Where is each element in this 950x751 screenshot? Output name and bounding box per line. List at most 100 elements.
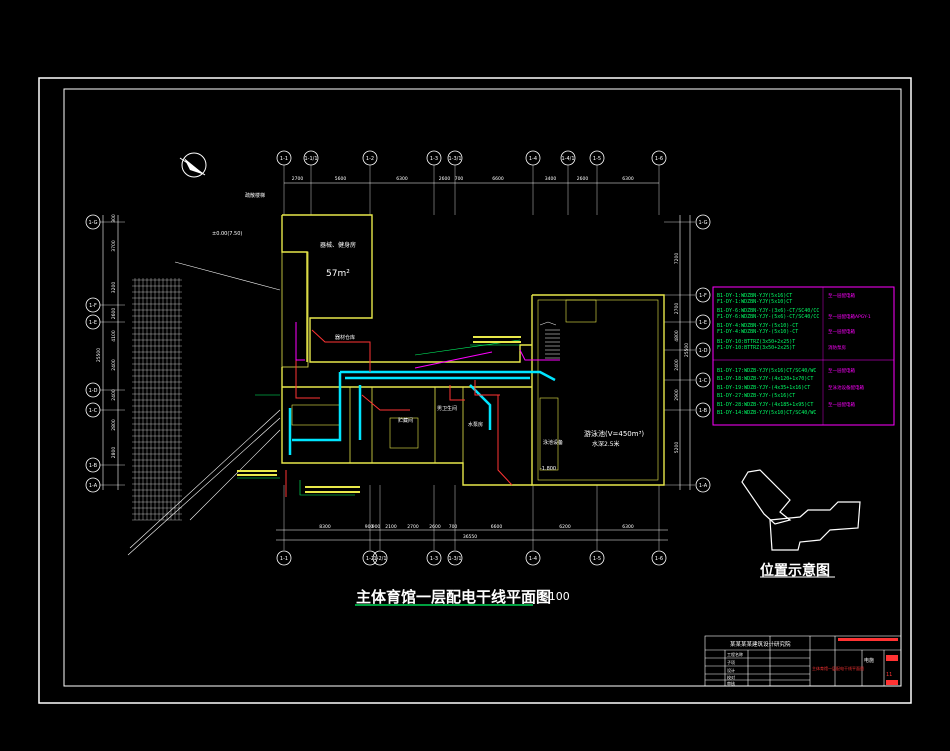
title-block-field: 审核: [727, 680, 735, 686]
cable-tray: [288, 370, 556, 455]
control-lines: [295, 322, 560, 369]
legend-destination: 至一层配电箱: [828, 367, 855, 374]
dim-label: 2400: [111, 389, 117, 401]
svg-text:1-A: 1-A: [89, 483, 98, 489]
site-level: ±0.00(7.50): [212, 231, 242, 237]
svg-text:1-E: 1-E: [699, 320, 707, 326]
svg-text:1-4: 1-4: [529, 556, 537, 562]
legend-destination: 至一层配电箱: [828, 328, 855, 335]
svg-text:1-4: 1-4: [529, 156, 537, 162]
dim-label: 2700: [674, 303, 680, 315]
dim-label: 6600: [491, 524, 503, 530]
dim-label: 2600: [429, 524, 441, 530]
title-block-number: 11: [886, 672, 892, 678]
legend-destination: 至一层配电箱: [828, 292, 855, 299]
dim-label: 2800: [111, 447, 117, 459]
axis-bubble: 1-D: [85, 382, 101, 398]
dim-label: 5200: [674, 442, 680, 454]
svg-text:1-C: 1-C: [89, 408, 98, 414]
dim-label: 6200: [559, 524, 571, 530]
power-feeders: [285, 329, 513, 497]
title-block-field: 校对: [727, 674, 735, 680]
legend-cable-spec: F1-DY-10:BTTRZ(3x50+2x25)T: [717, 345, 795, 351]
legend-cable-spec: F1-DY-1:WDZBN-YJY(5x10)CT: [717, 299, 792, 305]
dim-label: 6600: [492, 176, 504, 182]
axis-bubble: 1-C: [695, 372, 711, 388]
north-arrow-icon: [179, 152, 207, 178]
dim-label: 700: [455, 176, 464, 182]
dim-total: 25500: [96, 348, 102, 362]
dim-label: 900: [365, 524, 374, 530]
axis-bubble: 1-2: [362, 550, 378, 566]
axis-bubble: 1-1/1: [303, 150, 319, 166]
left-axis-grid: 1-G1-F1-E1-D1-C1-B1-A3003700320026004100…: [85, 214, 182, 521]
axis-bubble: 1-F: [85, 297, 101, 313]
svg-text:1-6: 1-6: [655, 156, 663, 162]
svg-text:1-4/1: 1-4/1: [561, 156, 574, 162]
dim-label: 3700: [111, 240, 117, 252]
svg-text:1-2: 1-2: [366, 556, 374, 562]
stair-label: 疏散楼梯: [245, 192, 265, 199]
dim-label: 3400: [545, 176, 557, 182]
svg-text:1-G: 1-G: [88, 220, 97, 226]
ramp-edge: [129, 409, 281, 549]
room-label: 泳池设备: [543, 439, 563, 446]
legend-cable-spec: F1-DY-4:WDZBN-YJY-(5x10)-CT: [717, 329, 798, 335]
axis-bubble: 1-A: [695, 477, 711, 493]
svg-text:1-D: 1-D: [699, 348, 708, 354]
title-block-field: 子项: [727, 659, 735, 665]
ramp-edge: [127, 417, 281, 556]
axis-bubble: 1-6: [651, 550, 667, 566]
location-title: 位置示意图: [760, 563, 830, 579]
legend-cable-spec: B1-DY-4:WDZBN-YJY-(5x10)-CT: [717, 323, 798, 329]
svg-text:1-A: 1-A: [699, 483, 708, 489]
room-label: 男卫生间: [437, 405, 457, 412]
axis-bubble: 1-2/1: [372, 550, 388, 566]
right-axis-grid: 1-G1-F1-E1-D1-C1-B1-A7200270048002400290…: [664, 214, 711, 493]
axis-bubble: 1-5: [589, 550, 605, 566]
legend-cable-spec: B1-DY-27:WDZB-YJY-(5x16)CT: [717, 393, 795, 399]
dim-label: 3200: [111, 282, 117, 294]
svg-text:1-1: 1-1: [280, 556, 288, 562]
dim-total: 36550: [463, 534, 477, 540]
dim-label: 2400: [111, 359, 117, 371]
axis-bubble: 1-F: [695, 287, 711, 303]
svg-text:1-1/1: 1-1/1: [304, 156, 317, 162]
axis-bubble: 1-4: [525, 150, 541, 166]
axis-bubble: 1-E: [85, 314, 101, 330]
legend-cable-spec: B1-DY-14:WDZB-YJY(5x10)CT/SC40/WC: [717, 410, 816, 416]
svg-text:1-G: 1-G: [698, 220, 707, 226]
dim-label: 2700: [407, 524, 419, 530]
legend-cable-spec: B1-DY-18:WDZB-YJY-(4x120+1x70)CT: [717, 376, 813, 382]
title-block-field: 工程名称: [727, 651, 743, 657]
axis-bubble: 1-C: [85, 402, 101, 418]
pool-label: 游泳池(V=450m³): [584, 429, 644, 438]
room-label: 水泵房: [468, 421, 483, 428]
legend-cable-spec: B1-DY-19:WDZB-YJY-(4x35+1x16)CT: [717, 385, 810, 391]
outer-frame: [38, 77, 912, 704]
axis-bubble: 1-4/1: [560, 150, 576, 166]
dim-label: 2900: [674, 389, 680, 401]
building-walls: [281, 214, 665, 486]
svg-text:1-3: 1-3: [430, 556, 438, 562]
axis-bubble: 1-5: [589, 150, 605, 166]
legend-destination: 消防泵房: [828, 344, 846, 351]
dim-label: 6300: [622, 524, 634, 530]
dim-label: 2100: [385, 524, 397, 530]
axis-bubble: 1-3/1: [447, 150, 463, 166]
location-diagram: [741, 469, 861, 551]
drawing-title: 主体育馆一层配电干线平面图: [356, 588, 552, 606]
room-area: 57m²: [326, 269, 350, 279]
dim-label: 5600: [335, 176, 347, 182]
dim-label: 2800: [111, 419, 117, 431]
dim-label: 6300: [396, 176, 408, 182]
legend-destination: 至一层配电箱APGY-1: [828, 313, 871, 320]
axis-bubble: 1-6: [651, 150, 667, 166]
room-label: 贮藏间: [398, 417, 413, 424]
legend-cable-spec: B1-DY-6:WDZBN-YJY-(3x6)-CT/SC40/CC: [717, 308, 819, 314]
